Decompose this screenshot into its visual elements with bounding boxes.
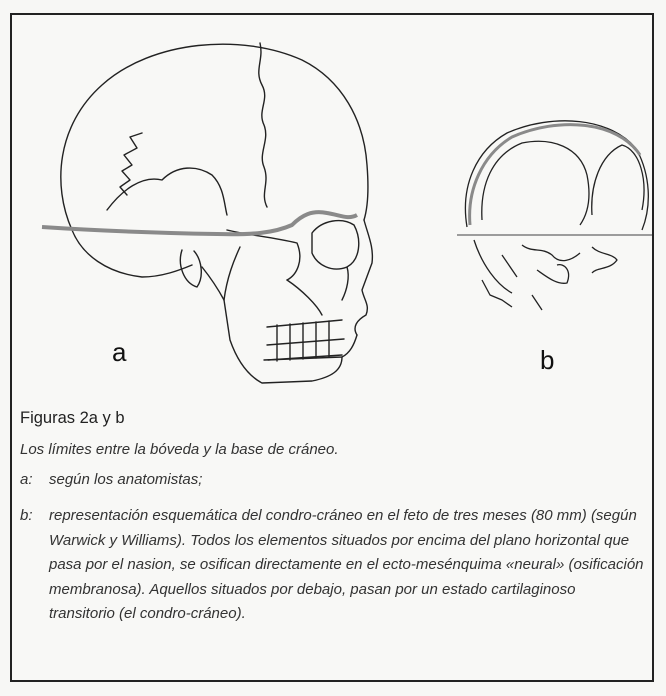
figure-label-b: b [540,345,554,376]
figure-label-a: a [112,337,126,368]
fetal-skull-drawing [457,121,652,310]
caption-item-label: b: [20,504,44,529]
caption-item-label: a: [20,468,44,493]
vault-base-boundary-line-a [42,212,357,234]
vault-base-boundary-line-b [470,125,640,225]
caption-item-a: a: según los anatomistas; [20,468,645,493]
caption-item-text: representación esquemática del condro-cr… [49,504,645,627]
caption-item-text: según los anatomistas; [49,468,645,493]
caption-title: Figuras 2a y b [20,409,125,428]
figure-frame: a b Figuras 2a y b Los límites entre la … [10,13,654,682]
caption-subtitle: Los límites entre la bóveda y la base de… [20,441,640,458]
skull-illustrations [12,15,652,400]
caption-item-b: b: representación esquemática del condro… [20,504,645,627]
